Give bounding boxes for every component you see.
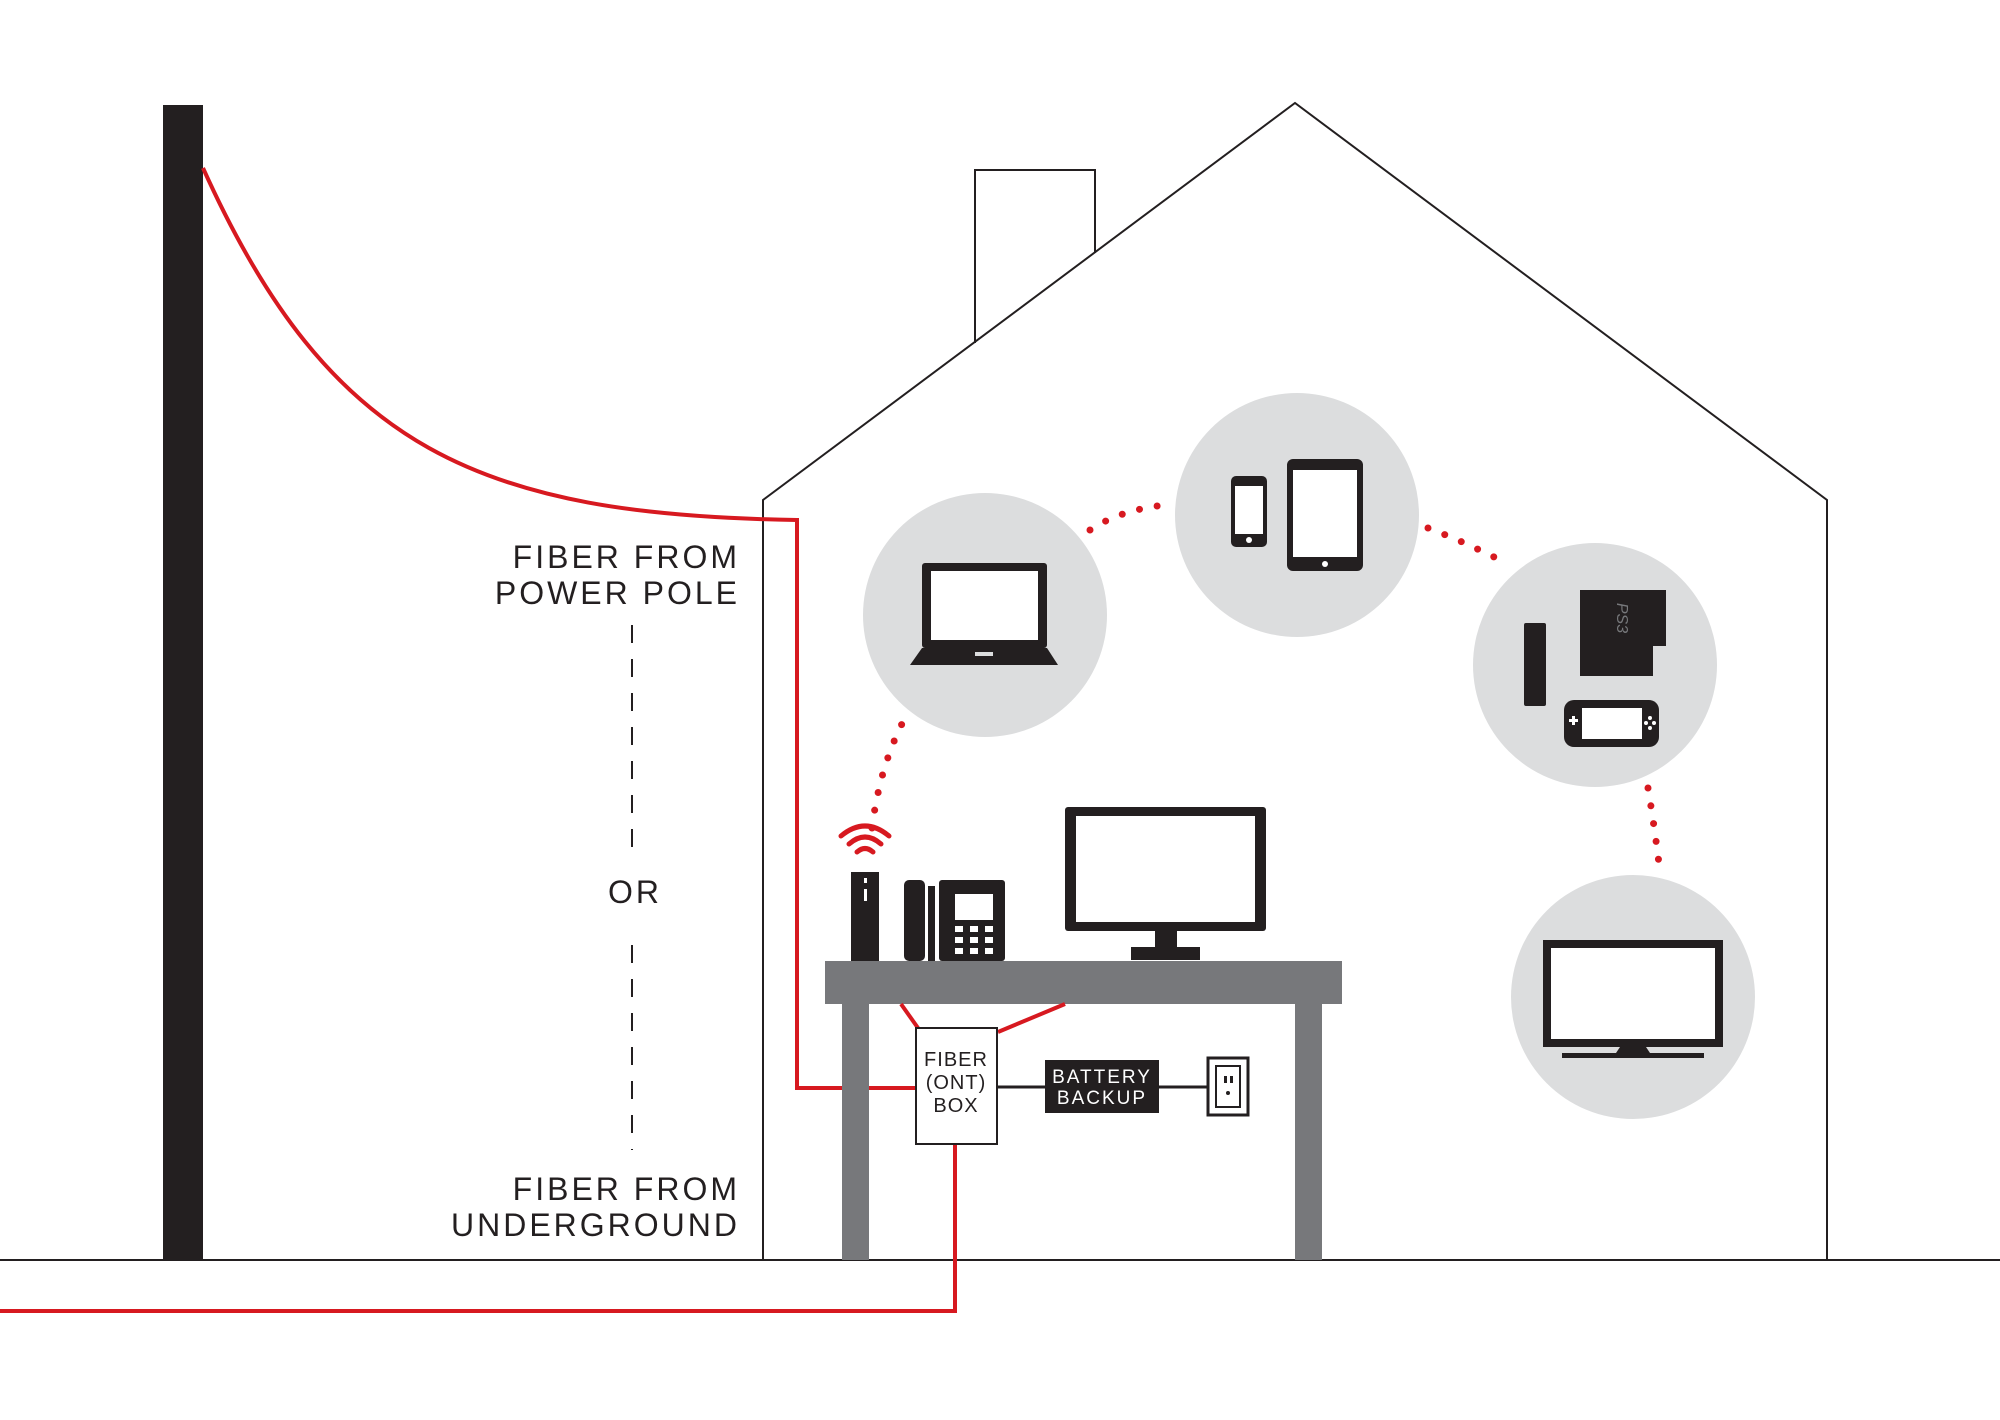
fiber-from-underground-label-line2: UNDERGROUND: [451, 1207, 740, 1243]
or-label: OR: [608, 874, 662, 910]
wireless-links: [868, 501, 1664, 876]
desk-phone-icon: [904, 880, 1005, 961]
ont-device-cables: [899, 1002, 1066, 1034]
fiber-from-underground-label-line1: FIBER FROM: [513, 1171, 740, 1207]
tablet-icon: [1287, 459, 1363, 571]
wireless-link-phones-consoles: [1424, 524, 1504, 564]
laptop-icon: [910, 563, 1058, 665]
wall-outlet-icon: [1206, 1056, 1250, 1117]
battery-label-line2: BACKUP: [1057, 1088, 1147, 1109]
fiber-cable-underground: [0, 1145, 957, 1313]
gamepad-icon: [1564, 700, 1659, 747]
desk: [825, 961, 1342, 1260]
ont-label-line3: BOX: [933, 1095, 978, 1117]
wifi-router-icon: [838, 823, 892, 961]
house-outline: [762, 101, 1828, 1260]
battery-label-line1: BATTERY: [1052, 1067, 1152, 1088]
ont-label-line1: FIBER: [924, 1049, 988, 1071]
console-badge: PS3: [1613, 603, 1630, 633]
wifi-signal-icon: [838, 823, 892, 855]
television-icon: [1543, 940, 1723, 1058]
fiber-from-pole-label-line2: POWER POLE: [495, 575, 740, 611]
power-pole: [163, 105, 203, 1260]
fiber-from-pole-label-line1: FIBER FROM: [513, 539, 740, 575]
wireless-link-laptop-phones: [1086, 501, 1169, 534]
wireless-link-consoles-tv: [1644, 784, 1664, 876]
wireless-link-router-laptop: [868, 714, 909, 832]
ont-label-line2: (ONT): [926, 1072, 987, 1094]
desktop-monitor-icon: [1065, 807, 1266, 960]
fiber-ont-box: FIBER (ONT) BOX: [915, 1027, 998, 1145]
battery-backup: BATTERY BACKUP: [1045, 1060, 1159, 1113]
smartphone-icon: [1231, 476, 1267, 547]
fiber-cable-overhead: [201, 167, 918, 1090]
chimney: [974, 169, 1096, 343]
game-console-icon: PS3: [1524, 590, 1666, 706]
